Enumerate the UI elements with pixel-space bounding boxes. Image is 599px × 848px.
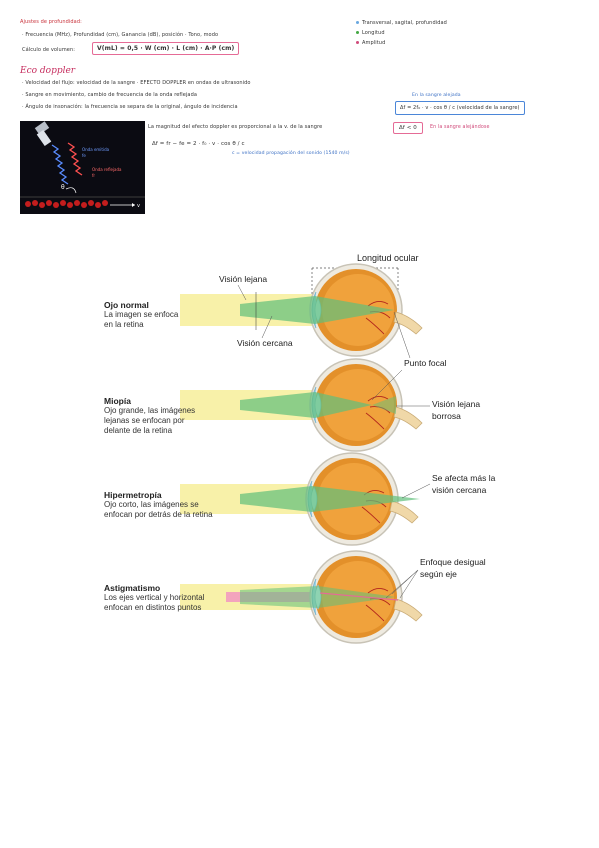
row-desc-line: delante de la retina xyxy=(104,426,173,435)
callout-afecta-cercana-2: visión cercana xyxy=(432,485,487,495)
eco-doppler-title: Eco doppler xyxy=(20,66,76,76)
label-theta: θ xyxy=(61,184,65,191)
label-onda-emitida: Onda emitida xyxy=(82,147,110,152)
row-title: Hipermetropía xyxy=(104,490,162,500)
legend: Transversal, sagital, profundidad Longit… xyxy=(356,18,447,48)
notes-volume-label: Cálculo de volumen: xyxy=(22,47,76,53)
row-desc-line: La imagen se enfoca xyxy=(104,310,179,319)
eye-row-normal xyxy=(180,263,423,357)
transducer-probe-icon xyxy=(34,121,52,147)
eye-row-hipermetropia xyxy=(180,452,420,546)
row-desc-line: enfocan por detrás de la retina xyxy=(104,510,213,519)
callout-punto-focal: Punto focal xyxy=(404,358,447,368)
emitted-wave xyxy=(51,144,69,185)
callout-enfoque-desigual-2: según eje xyxy=(420,569,457,579)
row-desc-line: en la retina xyxy=(104,320,144,329)
pink-note: En la sangre alejándose xyxy=(430,125,490,130)
legend-item-2: Longitud xyxy=(356,28,447,38)
legend-dot-green xyxy=(356,31,359,34)
volume-formula: V(mL) = 0,5 · W (cm) · L (cm) · A·P (cm) xyxy=(92,42,240,55)
delta-formula: Δf = fr − fe = 2 · f₀ · v · cos θ / c xyxy=(152,141,245,147)
row-title: Astigmatismo xyxy=(104,583,161,593)
blue-formula-box: Δf = 2f₀ · v · cos θ / c (velocidad de l… xyxy=(395,101,525,115)
magnitude-line: La magnitud del efecto doppler es propor… xyxy=(148,124,323,130)
eye-row-miopia xyxy=(180,358,423,452)
row-desc-line: Ojo grande, las imágenes xyxy=(104,406,196,415)
callout-vision-cercana: Visión cercana xyxy=(237,338,293,348)
eco-line-2: · Sangre en movimiento, cambio de frecue… xyxy=(22,92,198,98)
angle-arc xyxy=(65,187,77,194)
legend-dot-blue xyxy=(356,21,359,24)
callout-enfoque-desigual-1: Enfoque desigual xyxy=(420,557,486,567)
notes-line-1: · Frecuencia (MHz), Profundidad (cm), Ga… xyxy=(22,32,219,38)
row-label-normal: Ojo normal La imagen se enfoca en la ret… xyxy=(104,300,178,330)
callout-afecta-cercana-1: Se afecta más la xyxy=(432,473,496,483)
reflected-wave xyxy=(67,142,83,176)
row-label-astigmatismo: Astigmatismo Los ejes vertical y horizon… xyxy=(104,583,205,613)
notes-heading: Ajustes de profundidad: xyxy=(20,19,82,25)
callout-vision-lejana: Visión lejana xyxy=(219,274,267,284)
row-desc-line: Los ejes vertical y horizontal xyxy=(104,593,205,602)
row-label-hipermetropia: Hipermetropía Ojo corto, las imágenes se… xyxy=(104,490,213,520)
doppler-illustration: Onda emitida fe Onda reflejada fr θ v xyxy=(20,121,145,214)
blue-note-top: En la sangre alejada xyxy=(412,93,461,98)
legend-item-1: Transversal, sagital, profundidad xyxy=(356,18,447,28)
row-desc-line: lejanas se enfocan por xyxy=(104,416,185,425)
label-v: v xyxy=(137,203,140,209)
label-fr: fr xyxy=(92,173,95,178)
eco-line-3: · Ángulo de insonación: la frecuencia se… xyxy=(22,104,238,110)
eco-line-1: · Velocidad del flujo: velocidad de la s… xyxy=(22,80,251,86)
callout-vision-lejana-borrosa-2: borrosa xyxy=(432,411,461,421)
row-desc-line: Ojo corto, las imágenes se xyxy=(104,500,199,509)
blood-cells xyxy=(25,200,108,208)
row-desc-line: enfocan en distintos puntos xyxy=(104,603,202,612)
callout-vision-lejana-borrosa-1: Visión lejana xyxy=(432,399,480,409)
legend-item-3: Amplitud xyxy=(356,38,447,48)
velocity-arrowhead-icon xyxy=(132,203,135,207)
header-longitud-ocular: Longitud ocular xyxy=(357,253,419,263)
eye-row-astigmatismo xyxy=(180,550,423,644)
row-title: Ojo normal xyxy=(104,300,149,310)
legend-dot-pink xyxy=(356,41,359,44)
eye-refraction-diagram: Longitud ocular Visión lejana Visión cer… xyxy=(180,253,496,644)
label-fe: fe xyxy=(82,153,86,158)
pink-small-box: Δf < 0 xyxy=(393,122,423,134)
delta-sub: c = velocidad propagación del sonido (15… xyxy=(232,151,350,156)
row-label-miopia: Miopía Ojo grande, las imágenes lejanas … xyxy=(104,396,195,436)
row-title: Miopía xyxy=(104,396,131,406)
label-onda-reflejada: Onda reflejada xyxy=(92,167,122,172)
